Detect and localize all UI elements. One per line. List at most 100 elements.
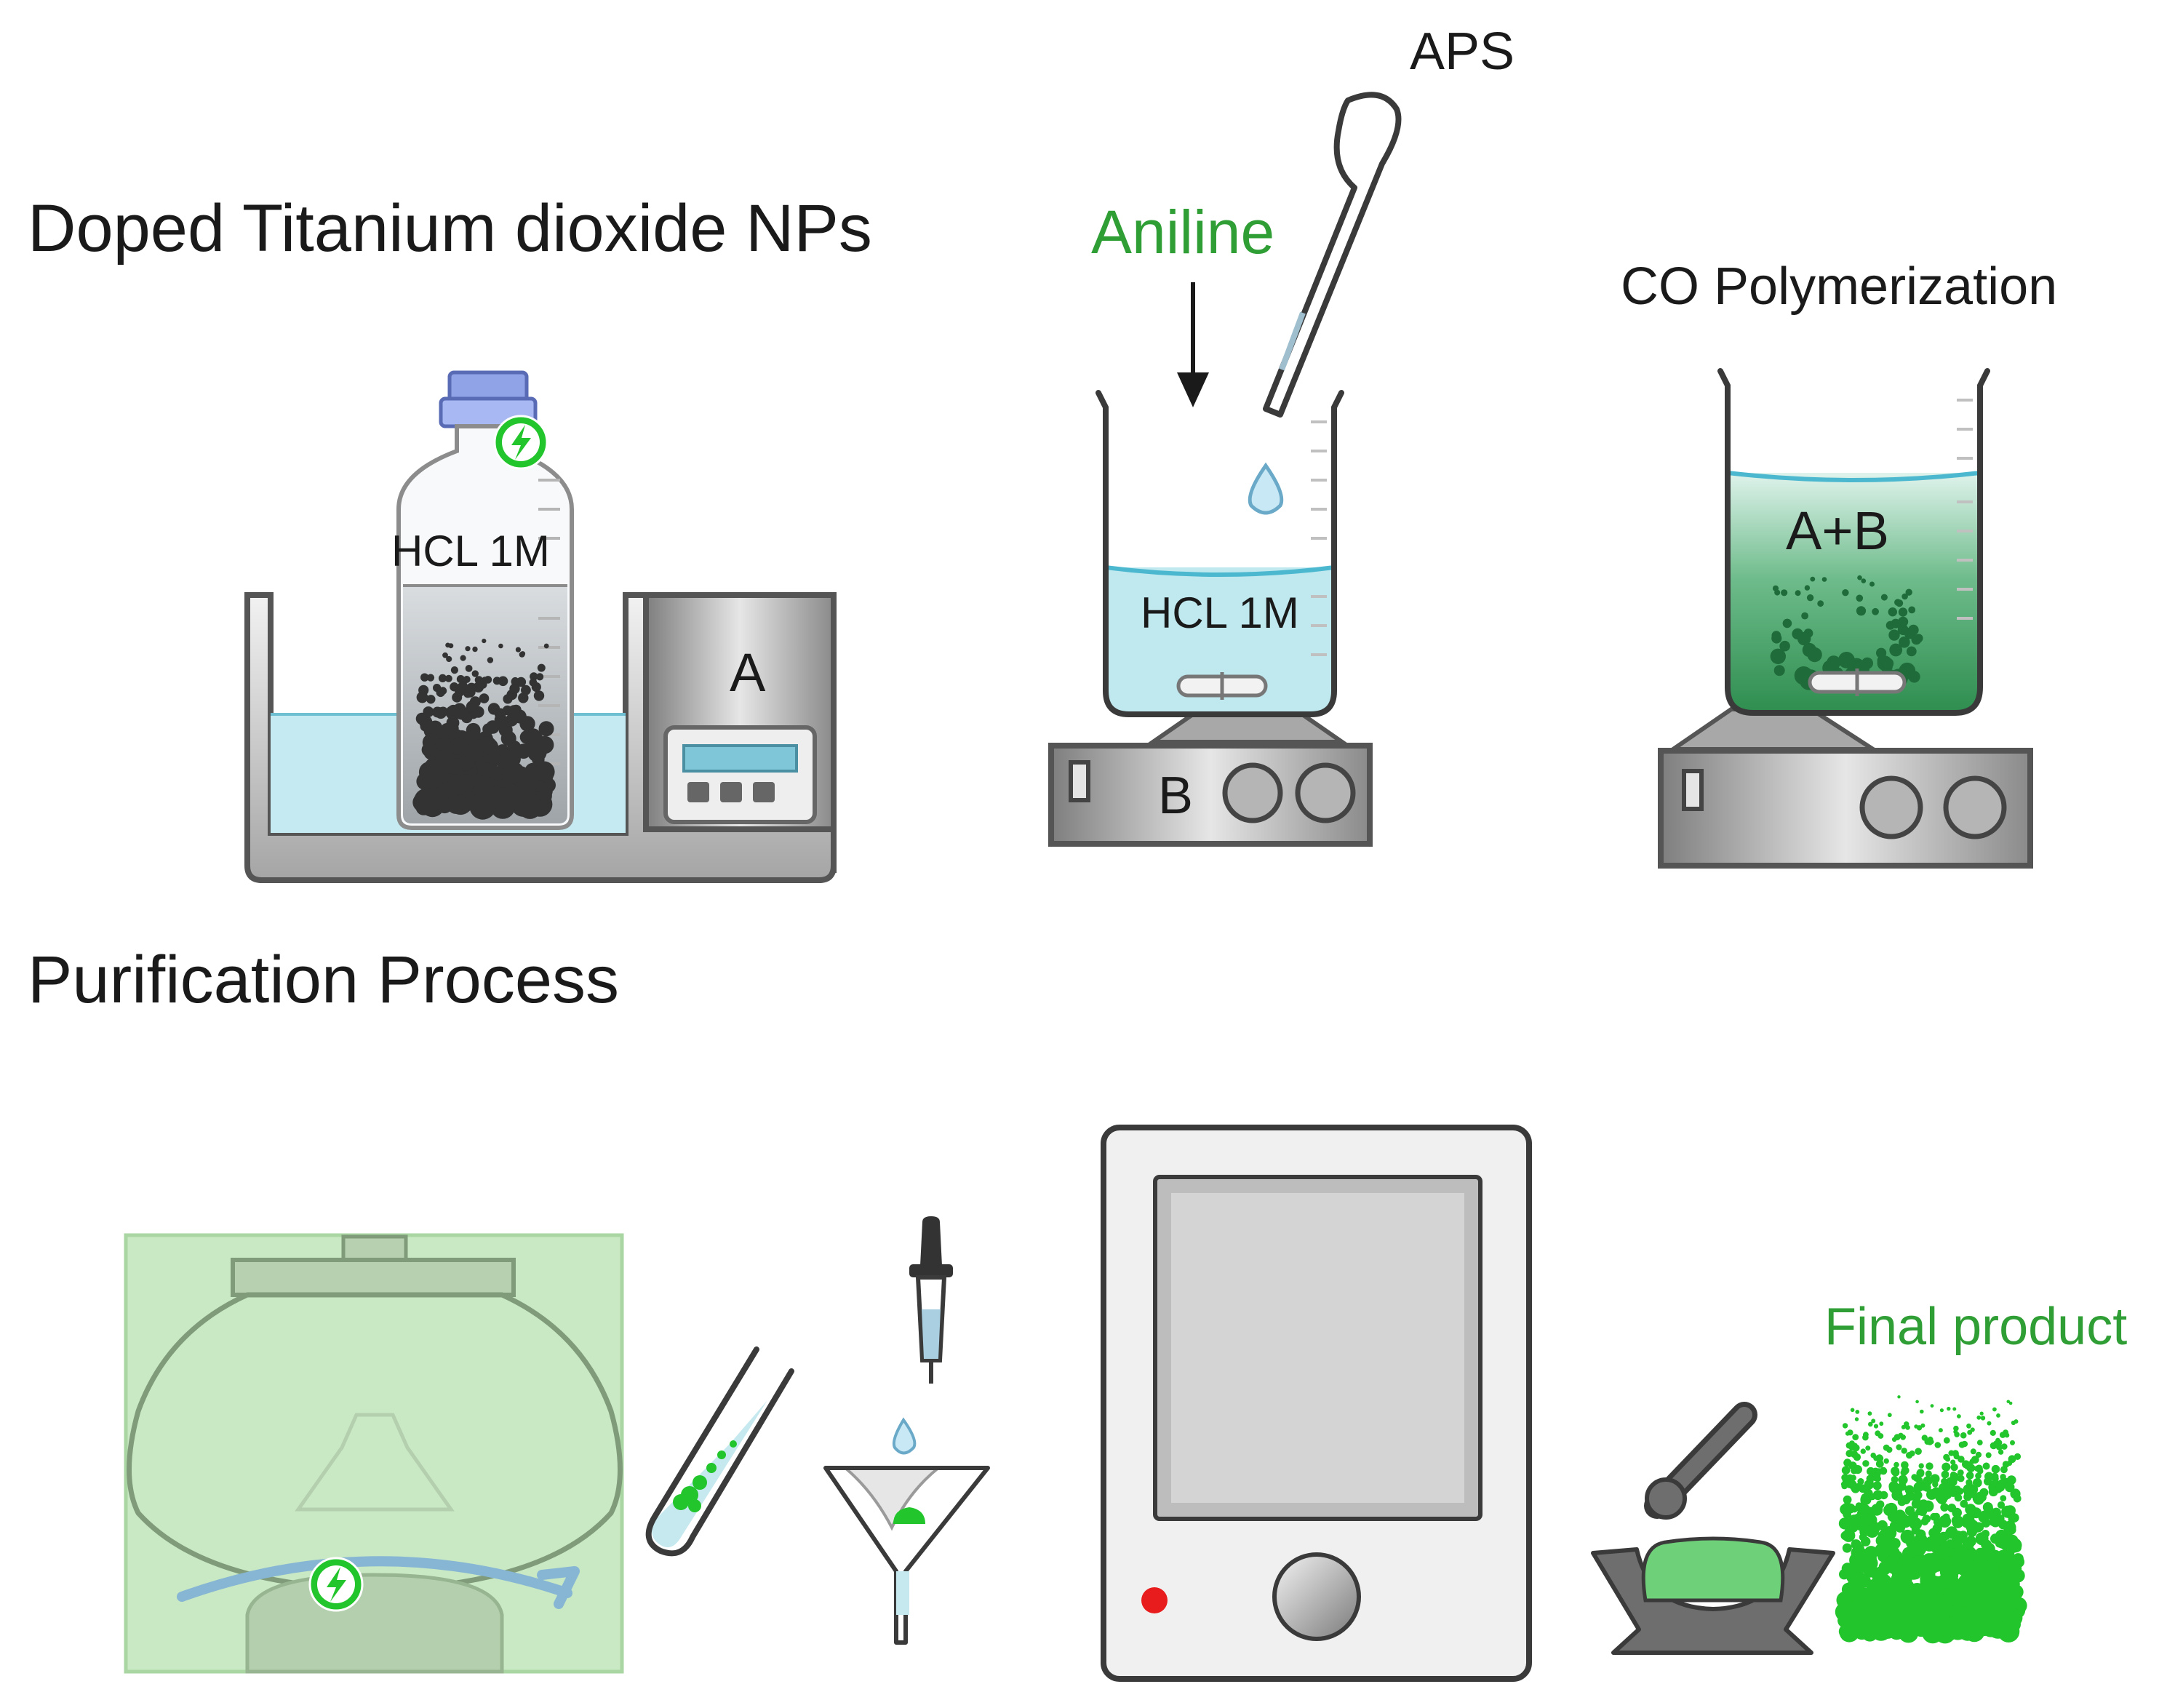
particle xyxy=(1782,618,1792,628)
particle xyxy=(456,675,466,684)
particle xyxy=(442,652,448,658)
particle xyxy=(1952,1450,1959,1457)
particle xyxy=(1888,1481,1899,1492)
particle xyxy=(1852,1434,1859,1440)
particle xyxy=(503,762,525,784)
particle xyxy=(1920,1423,1925,1428)
particle xyxy=(1850,1474,1856,1481)
particle xyxy=(1859,1484,1868,1493)
particle xyxy=(1862,1460,1869,1467)
particle xyxy=(1891,618,1901,628)
particle xyxy=(458,774,476,791)
particle xyxy=(538,721,554,737)
particle xyxy=(1963,1493,1972,1501)
lightning-icon xyxy=(308,1557,364,1612)
particle xyxy=(2006,1460,2013,1466)
particle xyxy=(1999,1536,2014,1551)
particle xyxy=(1911,1525,1920,1535)
particle xyxy=(490,787,516,813)
particle xyxy=(1886,1504,1895,1513)
particle xyxy=(1880,1530,1893,1543)
particle xyxy=(1970,1609,1985,1624)
particle xyxy=(1771,631,1781,641)
particle xyxy=(1901,1466,1909,1474)
particle xyxy=(1850,1408,1855,1413)
particle xyxy=(1860,1448,1866,1454)
particle xyxy=(2006,1595,2021,1610)
particle xyxy=(1992,1605,2006,1619)
particle xyxy=(1843,1495,1852,1504)
particle xyxy=(2005,1505,2016,1517)
particle xyxy=(1957,1414,1961,1418)
particle xyxy=(1901,593,1908,600)
particle xyxy=(1988,1487,1998,1497)
particle xyxy=(1806,594,1814,602)
particle xyxy=(420,673,429,682)
aniline-label: Aniline xyxy=(1091,198,1274,266)
particle xyxy=(469,793,496,820)
particle xyxy=(1970,1448,1976,1455)
mortar-pestle xyxy=(1591,1402,1835,1655)
particle xyxy=(2000,1622,2019,1640)
particle xyxy=(1888,1583,1899,1595)
particle xyxy=(1873,1424,1879,1429)
particle xyxy=(1854,1417,1859,1421)
particle xyxy=(519,651,526,657)
particle xyxy=(415,712,428,725)
particle xyxy=(1915,1448,1922,1455)
particle xyxy=(530,672,538,681)
particle xyxy=(1845,1431,1850,1436)
particle xyxy=(1795,590,1801,596)
particle xyxy=(1851,1506,1859,1513)
particle xyxy=(1958,1441,1966,1448)
particle xyxy=(503,694,513,704)
particle xyxy=(1904,1485,1915,1495)
particle xyxy=(1774,589,1781,596)
particle xyxy=(1954,1493,1963,1502)
particle xyxy=(2010,1440,2015,1445)
particle xyxy=(1913,1474,1920,1482)
particle xyxy=(426,674,435,682)
particle xyxy=(1868,1421,1873,1427)
particle xyxy=(1860,1496,1869,1505)
particle xyxy=(1838,1517,1851,1530)
particle xyxy=(516,677,527,687)
hcl-beaker-label: HCL 1M xyxy=(1141,588,1299,637)
particle xyxy=(444,674,452,682)
particle xyxy=(1875,1475,1881,1482)
particle xyxy=(1997,1590,2010,1603)
particle xyxy=(1998,1449,2004,1455)
particle xyxy=(2000,1495,2007,1502)
particle xyxy=(1861,578,1867,583)
particle xyxy=(1925,1462,1933,1470)
drying-oven xyxy=(1101,1125,1532,1682)
particle xyxy=(1900,1434,1907,1440)
particle xyxy=(428,720,443,735)
particle xyxy=(1950,1472,1960,1482)
particle xyxy=(1854,1549,1866,1561)
particle xyxy=(1997,1501,2006,1509)
particle xyxy=(487,657,494,663)
particle xyxy=(472,646,478,653)
particle xyxy=(2010,1513,2019,1523)
particle xyxy=(519,716,535,732)
particle xyxy=(2000,1568,2016,1584)
particle xyxy=(1899,1515,1912,1528)
particle xyxy=(1904,1421,1909,1427)
particle xyxy=(1889,643,1903,657)
particle xyxy=(1908,624,1919,636)
indicator-light xyxy=(1141,1587,1168,1613)
particle xyxy=(1867,1603,1887,1623)
particle xyxy=(1773,665,1785,677)
particle xyxy=(1897,1482,1907,1491)
beaker-b: HCL 1M xyxy=(1096,390,1344,717)
particle xyxy=(433,684,442,693)
particle xyxy=(1952,1407,1957,1411)
particle xyxy=(1958,1456,1965,1463)
particle xyxy=(1960,1499,1968,1508)
particle xyxy=(1802,642,1817,658)
particle xyxy=(450,666,459,674)
particle xyxy=(1898,607,1908,617)
particle xyxy=(474,676,483,685)
particle xyxy=(1947,1586,1963,1603)
